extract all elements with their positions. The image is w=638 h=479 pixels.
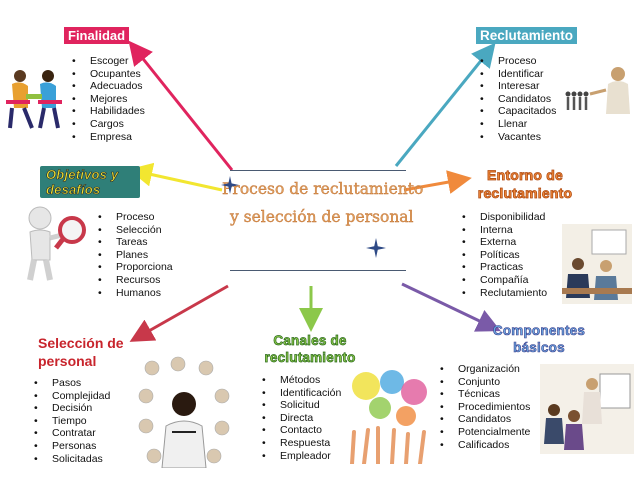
arrow-componentes [401,282,501,332]
list-item: Calificados [438,439,530,452]
list-item: Decisión [32,402,110,415]
canales-list: Métodos Identificación Solicitud Directa… [260,374,341,462]
list-item: Humanos [96,287,173,300]
seleccion-title-line1: Selección de [38,335,124,351]
list-item: Candidatos [478,93,556,106]
presentation-illustration [540,364,634,454]
seleccion-title: Selección de personal [38,334,124,370]
list-item: Vacantes [478,131,556,144]
list-item: Organización [438,363,530,376]
candidates-illustration [565,67,630,114]
list-item: Adecuados [70,80,145,93]
list-item: Escoger [70,55,145,68]
list-item: Proceso [478,55,556,68]
list-item: Tiempo [32,415,110,428]
list-item: Solicitud [260,399,341,412]
list-item: Pasos [32,377,110,390]
entorno-list: Disponibilidad Interna Externa Políticas… [460,211,547,299]
seleccion-list: Pasos Complejidad Decisión Tiempo Contra… [32,377,110,465]
magnifier-figure-illustration [27,206,86,281]
list-item: Mejores [70,93,145,106]
center-bottom-line [230,270,406,271]
meeting-illustration [562,224,632,304]
list-item: Recursos [96,274,173,287]
entorno-title-line1: Entorno de [487,167,563,184]
list-item: Llenar [478,118,556,131]
objetivos-list: Proceso Selección Tareas Planes Proporci… [96,211,173,299]
list-item: Empresa [70,131,145,144]
people-network-illustration [138,356,230,468]
reclutamiento-title: Reclutamiento [476,27,578,44]
arrow-reclutamiento [394,42,496,167]
list-item: Contacto [260,424,341,437]
interview-illustration [6,70,62,129]
center-title-line1: Proceso de reclutamiento [222,180,424,198]
list-item: Técnicas [438,388,530,401]
list-item: Interna [460,224,547,237]
star-icon [221,176,239,194]
list-item: Planes [96,249,173,262]
reclutamiento-list: Proceso Identificar Interesar Candidatos… [478,55,556,143]
list-item: Personas [32,440,110,453]
list-item: Capacitados [478,105,556,118]
list-item: Proceso [96,211,173,224]
objetivos-title: Objetivos y desafíos [40,166,140,198]
list-item: Compañía [460,274,547,287]
canales-title-line1: Canales de [273,333,347,349]
list-item: Ocupantes [70,68,145,81]
list-item: Cargos [70,118,145,131]
list-item: Reclutamiento [460,287,547,300]
componentes-list: Organización Conjunto Técnicas Procedimi… [438,363,530,451]
finalidad-list: Escoger Ocupantes Adecuados Mejores Habi… [70,55,145,143]
objetivos-title-line2: desafíos [46,182,101,198]
list-item: Métodos [260,374,341,387]
list-item: Procedimientos [438,401,530,414]
componentes-title-line1: Componentes [492,323,586,339]
list-item: Conjunto [438,376,530,389]
raised-hands-illustration [350,370,427,464]
list-item: Interesar [478,80,556,93]
list-item: Potencialmente [438,426,530,439]
list-item: Identificar [478,68,556,81]
entorno-title-line2: reclutamiento [477,185,573,202]
list-item: Complejidad [32,390,110,403]
list-item: Identificación [260,387,341,400]
list-item: Contratar [32,427,110,440]
center-top-line [230,170,406,171]
star-icon [366,238,386,258]
arrow-entorno [403,170,472,194]
componentes-title: Componentes básicos [484,322,594,356]
list-item: Habilidades [70,105,145,118]
finalidad-title: Finalidad [64,27,130,44]
arrow-seleccion [129,284,229,342]
list-item: Externa [460,236,547,249]
list-item: Empleador [260,450,341,463]
list-item: Proporciona [96,261,173,274]
arrow-finalidad [128,40,234,171]
entorno-title: Entorno de reclutamiento [466,166,584,202]
list-item: Políticas [460,249,547,262]
componentes-title-line2: básicos [513,340,565,356]
list-item: Disponibilidad [460,211,547,224]
list-item: Candidatos [438,413,530,426]
canales-title-line2: reclutamiento [264,350,356,366]
canales-title: Canales de reclutamiento [250,332,370,366]
seleccion-title-line2: personal [38,353,97,369]
list-item: Practicas [460,261,547,274]
list-item: Selección [96,224,173,237]
list-item: Directa [260,412,341,425]
center-title-line2: y selección de personal [230,208,414,226]
list-item: Tareas [96,236,173,249]
list-item: Respuesta [260,437,341,450]
arrow-objetivos [128,162,223,192]
objetivos-title-line1: Objetivos y [46,167,119,183]
list-item: Solicitadas [32,453,110,466]
